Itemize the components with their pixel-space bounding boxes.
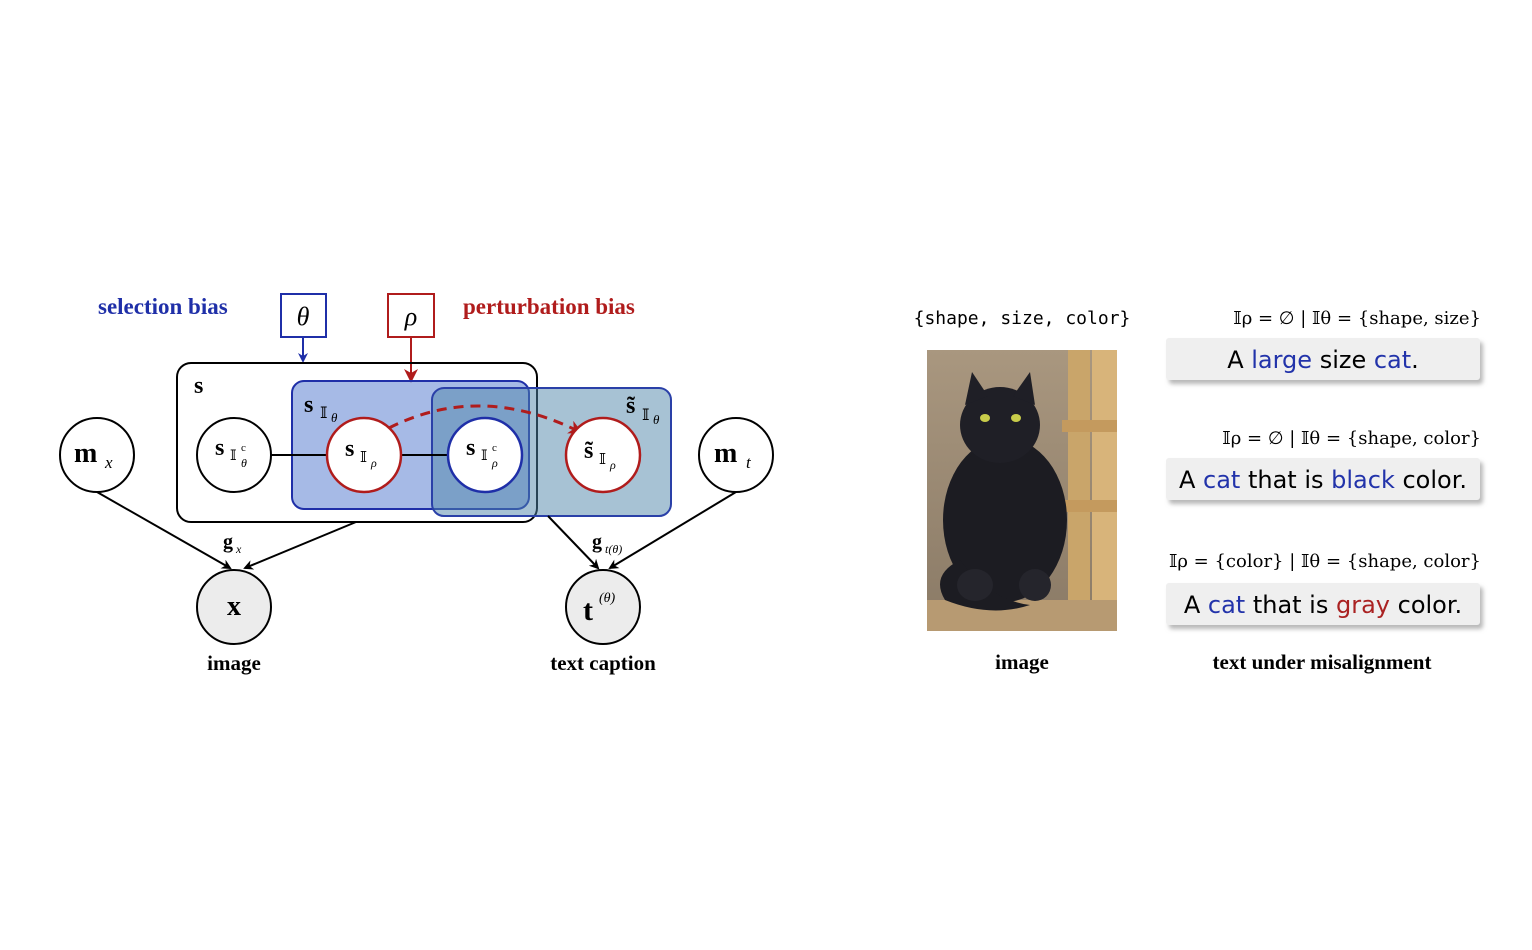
right-image-caption: image (995, 650, 1049, 674)
caption-word: color. (1395, 466, 1467, 494)
svg-text:m: m (714, 438, 737, 469)
caption-text: A cat that is gray color. (1184, 591, 1462, 619)
svg-text:θ: θ (331, 410, 338, 425)
caption-box (1166, 458, 1480, 500)
g-x-label: g x (223, 531, 242, 556)
svg-text:c: c (492, 442, 497, 454)
node-x-label: x (227, 591, 241, 622)
svg-text:s̃: s̃ (626, 393, 635, 419)
svg-text:(θ): (θ) (599, 591, 616, 606)
caption-word: large (1251, 346, 1312, 374)
svg-text:𝕀: 𝕀 (642, 407, 649, 424)
svg-text:x: x (235, 542, 242, 556)
svg-text:θ: θ (241, 456, 247, 470)
caption-box (1166, 338, 1480, 380)
caption-word: that is (1240, 466, 1331, 494)
svg-text:m: m (74, 438, 97, 469)
theta-symbol: θ (297, 302, 310, 331)
caption-word: . (1411, 346, 1419, 374)
svg-text:t: t (746, 453, 752, 472)
selection-bias-label: selection bias (98, 294, 228, 319)
svg-text:s: s (466, 435, 475, 461)
s-tilde-I-theta-label: s̃ 𝕀 θ (626, 393, 660, 427)
caption-word: size (1312, 346, 1374, 374)
node-s-I-rho-c (446, 416, 524, 494)
caption-word: cat (1374, 346, 1411, 374)
caption-word: A (1179, 466, 1203, 494)
image-attributes: {shape, size, color} (914, 308, 1131, 329)
graphical-model: selection bias perturbation bias θ ρ s s… (59, 293, 774, 675)
node-s-tilde-I-rho-label: s̃ 𝕀 ρ (584, 438, 616, 472)
svg-text:t(θ): t(θ) (605, 542, 622, 556)
s-plate-label: s (194, 373, 203, 399)
node-t-label: t (θ) (583, 591, 616, 627)
caption-box (1166, 583, 1480, 625)
caption-word: cat (1203, 466, 1240, 494)
right-text-caption: text under misalignment (1213, 650, 1432, 674)
misalignment-condition: 𝕀ρ = ∅ | 𝕀θ = {shape, size} (1233, 308, 1481, 329)
svg-text:t: t (583, 594, 593, 627)
node-s-I-theta-c-label: s 𝕀 c θ (215, 435, 247, 470)
caption-text: A large size cat. (1227, 346, 1419, 374)
left-text-caption: text caption (550, 651, 656, 675)
svg-text:𝕀: 𝕀 (599, 452, 606, 468)
example-row: 𝕀ρ = ∅ | 𝕀θ = {shape, color} A cat that i… (1166, 428, 1481, 500)
perturbation-arrow (388, 404, 583, 434)
rho-box (387, 293, 435, 338)
left-image-caption: image (207, 651, 261, 675)
node-s-I-rho-label: s 𝕀 ρ (345, 436, 377, 470)
svg-text:𝕀: 𝕀 (320, 405, 327, 422)
caption-word: gray (1336, 591, 1390, 619)
caption-word: cat (1208, 591, 1245, 619)
svg-text:ρ: ρ (370, 456, 377, 470)
svg-text:c: c (241, 442, 246, 454)
node-m-t-label: m t (714, 438, 752, 472)
misalignment-condition: 𝕀ρ = {color} | 𝕀θ = {shape, color} (1169, 551, 1481, 572)
misalignment-condition: 𝕀ρ = ∅ | 𝕀θ = {shape, color} (1222, 428, 1481, 449)
rho-symbol: ρ (404, 302, 417, 331)
example-panel: {shape, size, color} image text under mi… (914, 308, 1481, 674)
svg-text:s̃: s̃ (584, 438, 593, 464)
edge-s-x (243, 521, 357, 570)
svg-text:x: x (104, 453, 113, 472)
svg-text:𝕀: 𝕀 (481, 449, 488, 464)
svg-text:s: s (304, 392, 313, 418)
svg-text:g: g (223, 531, 233, 553)
svg-text:θ: θ (653, 412, 660, 427)
node-x (196, 569, 272, 645)
caption-word: A (1184, 591, 1208, 619)
edge-mt-t (608, 491, 737, 570)
g-t-label: g t(θ) (592, 531, 622, 556)
svg-text:ρ: ρ (491, 456, 498, 470)
caption-word: black (1331, 466, 1395, 494)
svg-text:s: s (345, 436, 354, 462)
cat-photo (927, 350, 1117, 631)
example-row: 𝕀ρ = {color} | 𝕀θ = {shape, color} A cat … (1166, 551, 1481, 625)
examples: 𝕀ρ = ∅ | 𝕀θ = {shape, size} A large size … (1166, 308, 1481, 625)
caption-word: that is (1245, 591, 1336, 619)
node-s-tilde-I-rho (564, 416, 642, 494)
svg-text:g: g (592, 531, 602, 553)
edge-stilde-t (547, 515, 600, 570)
svg-text:𝕀: 𝕀 (360, 450, 367, 466)
node-s-I-rho-c-label: s 𝕀 c ρ (466, 435, 498, 470)
svg-text:𝕀: 𝕀 (230, 449, 237, 464)
node-s-I-rho (325, 416, 403, 494)
perturbation-bias-label: perturbation bias (463, 294, 635, 319)
node-t (565, 569, 641, 645)
caption-word: A (1227, 346, 1251, 374)
svg-text:s: s (215, 435, 224, 461)
caption-word: color. (1390, 591, 1462, 619)
svg-text:ρ: ρ (609, 458, 616, 472)
node-m-x-label: m x (74, 438, 113, 472)
edge-mx-x (96, 491, 232, 569)
node-s-I-theta-c (196, 417, 272, 493)
s-I-theta-label: s 𝕀 θ (304, 392, 338, 425)
example-row: 𝕀ρ = ∅ | 𝕀θ = {shape, size} A large size … (1166, 308, 1481, 380)
caption-text: A cat that is black color. (1179, 466, 1467, 494)
